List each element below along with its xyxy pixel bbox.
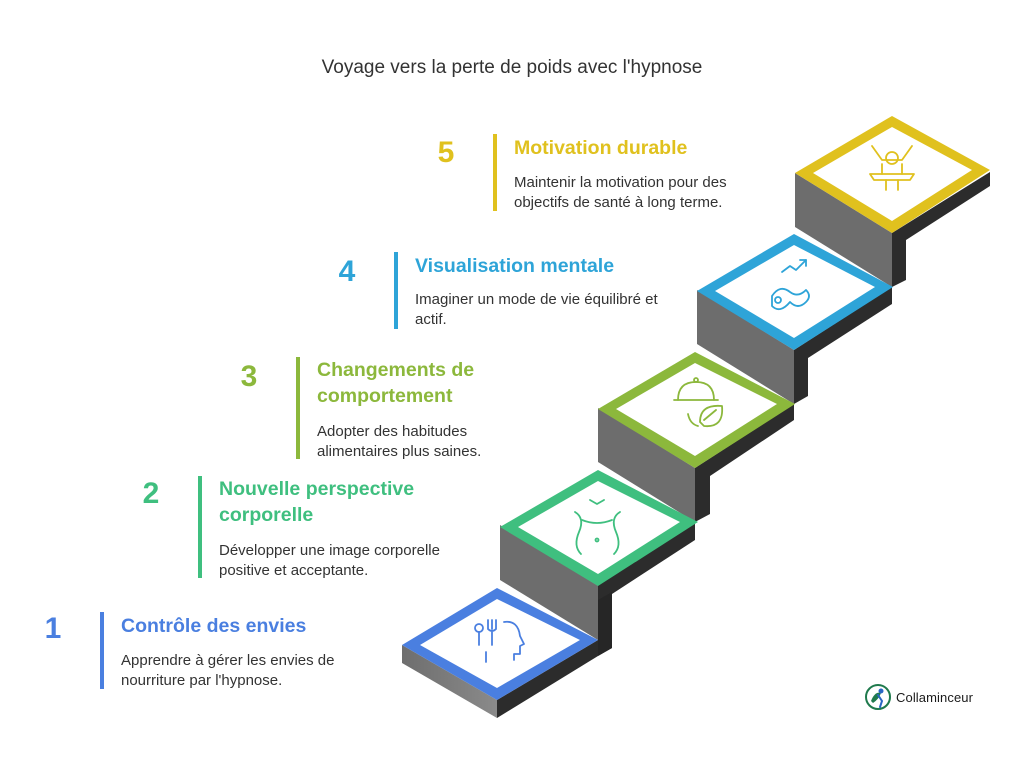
step-top-4 [697,234,893,350]
cheering-person-icon [869,145,915,191]
stair-risers [402,172,990,718]
utensils-head-icon [474,619,525,663]
step-heading: Motivation durable [514,137,688,159]
step-description: Maintenir la motivation pour des objecti… [514,174,727,211]
step-divider [394,252,398,329]
step-divider [493,134,497,211]
step-divider [296,357,300,459]
step-heading: Changements de comportement [317,359,475,407]
step-description: Apprendre à gérer les envies de nourritu… [121,652,335,689]
step-number: 5 [437,136,455,169]
step-heading: Visualisation mentale [415,255,615,277]
body-torso-icon [574,499,621,555]
step-top-3 [598,352,795,468]
brand-logo-icon [865,684,891,710]
step-number: 2 [142,477,160,510]
page-title: Voyage vers la perte de poids avec l'hyp… [321,57,703,78]
step-divider [198,476,202,578]
step-number: 4 [338,255,356,288]
brand-logo: Collaminceur [864,683,973,711]
brand-name: Collaminceur [896,689,974,705]
step-divider [100,612,104,689]
cloche-leaf-icon [673,377,724,428]
step-description: Adopter des habitudes alimentaires plus … [317,423,482,460]
step-top-1 [402,588,598,700]
step-top-2 [500,470,698,586]
step-description: Imaginer un mode de vie équilibré et act… [415,291,658,328]
step-heading: Contrôle des envies [121,615,307,637]
step-heading: Nouvelle perspective corporelle [219,478,415,526]
step-description: Développer une image corporelle positive… [219,542,440,579]
step-number: 1 [44,612,62,645]
step-number: 3 [240,360,258,393]
exercise-trend-icon [771,259,810,311]
